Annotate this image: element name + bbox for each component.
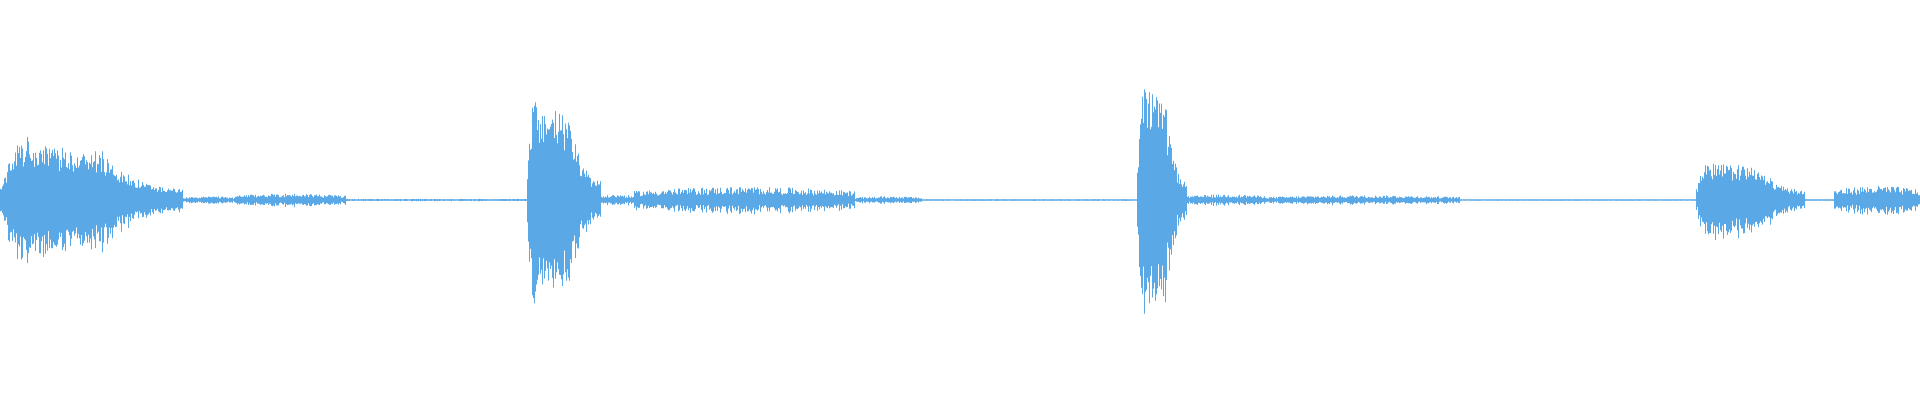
- waveform-path: [0, 89, 1920, 314]
- waveform-bars: [0, 89, 1920, 314]
